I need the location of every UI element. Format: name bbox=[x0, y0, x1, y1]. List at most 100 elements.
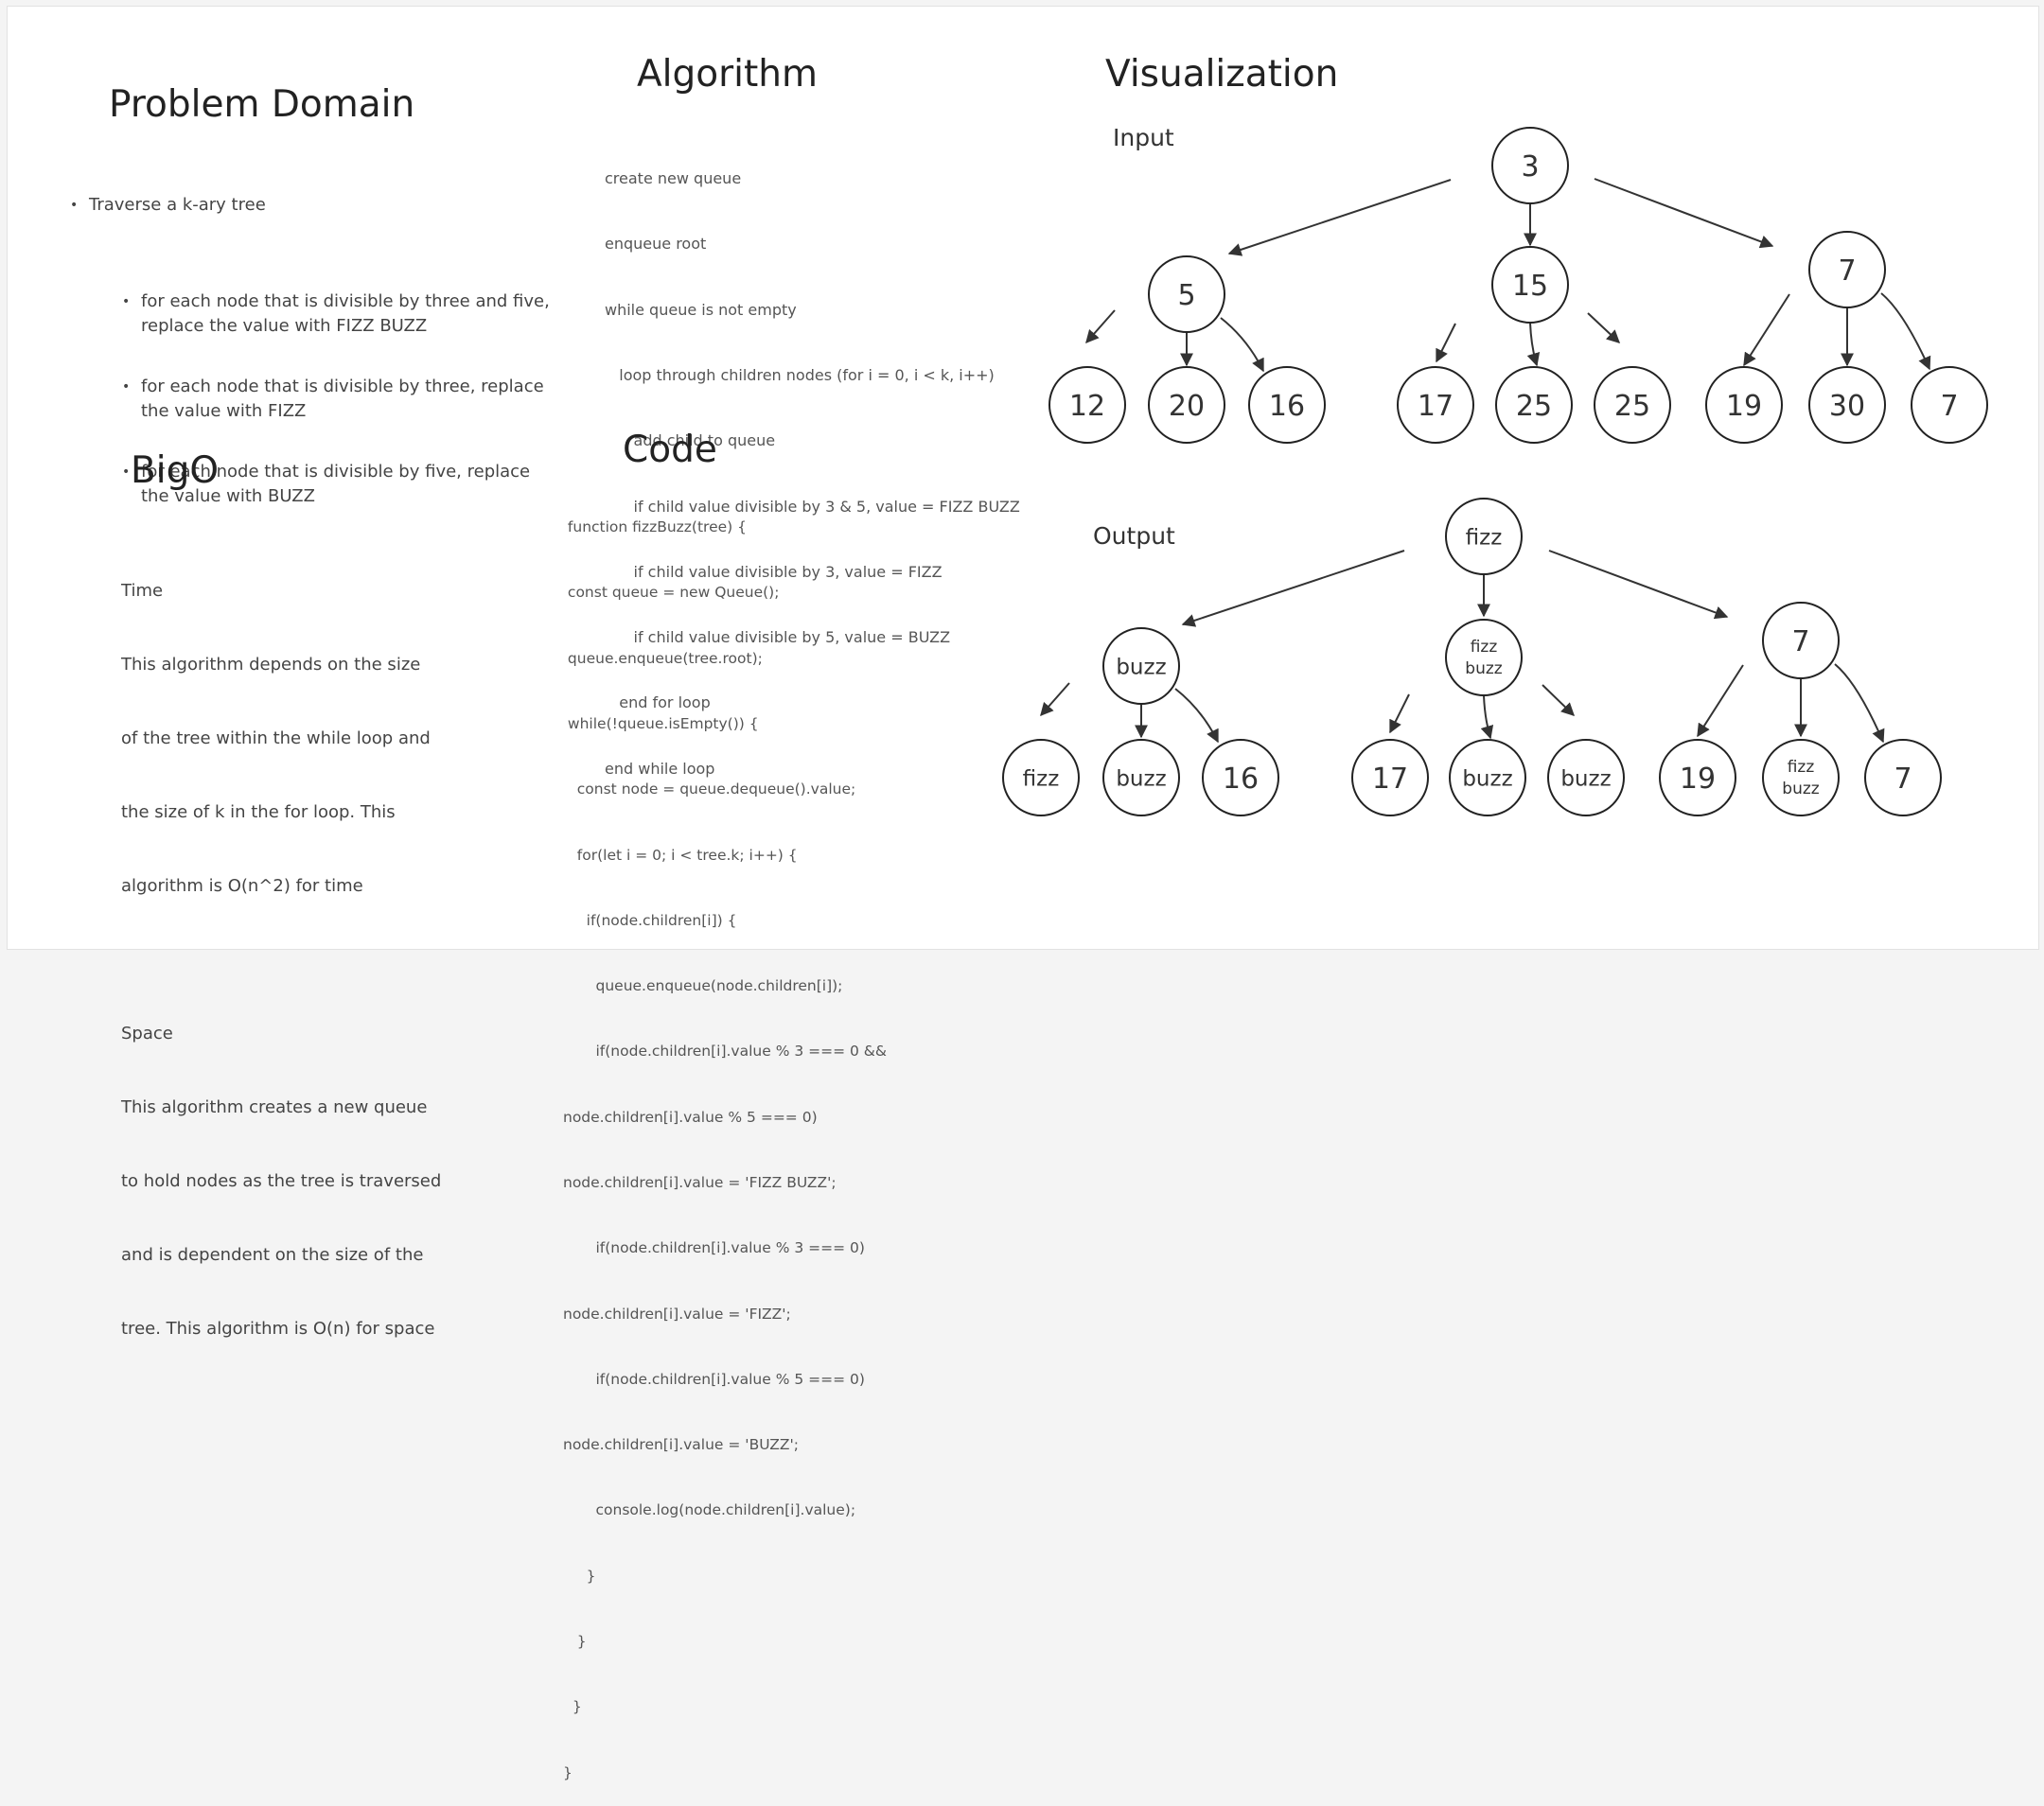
node-label: 12 bbox=[1069, 390, 1105, 423]
input-tree-node-l2-0-1: 20 bbox=[1148, 366, 1225, 444]
problem-domain-heading: Problem Domain bbox=[109, 83, 415, 126]
node-label: 25 bbox=[1516, 390, 1552, 423]
node-circle bbox=[1491, 127, 1569, 204]
output-tree-edge-0-0 bbox=[1040, 682, 1070, 717]
node-label: 7 bbox=[1940, 390, 1958, 423]
input-tree-edge-0-0 bbox=[1085, 309, 1116, 344]
node-circle bbox=[1248, 366, 1326, 444]
node-label: fizz bbox=[1466, 525, 1503, 550]
bigo-time-label: Time bbox=[121, 581, 164, 601]
node-label: buzz bbox=[1116, 655, 1166, 679]
node-circle bbox=[1397, 366, 1474, 444]
output-tree-node-l2-1-1: buzz bbox=[1449, 739, 1526, 816]
output-tree-node-l2-1-0: 17 bbox=[1351, 739, 1429, 816]
input-tree-node-l2-1-0: 17 bbox=[1397, 366, 1474, 444]
node-circle bbox=[1864, 739, 1942, 816]
node-circle bbox=[1449, 739, 1526, 816]
problem-domain-sub-item: for each node that is divisible by five,… bbox=[122, 460, 633, 509]
node-circle bbox=[1762, 739, 1840, 816]
input-tree-edge-root-2 bbox=[1594, 178, 1774, 249]
node-circle bbox=[1202, 739, 1279, 816]
node-circle bbox=[1148, 255, 1225, 333]
node-circle bbox=[1705, 366, 1783, 444]
input-tree-edge-2-0 bbox=[1743, 293, 1790, 367]
output-tree-node-l2-0-2: 16 bbox=[1202, 739, 1279, 816]
node-label: 3 bbox=[1521, 150, 1539, 184]
node-label: 20 bbox=[1169, 390, 1205, 423]
input-tree-node-root: 3 bbox=[1491, 127, 1569, 204]
output-tree-node-l2-2-0: 19 bbox=[1659, 739, 1736, 816]
input-tree-node-l2-2-1: 30 bbox=[1808, 366, 1886, 444]
bigo-heading: BigO bbox=[131, 449, 220, 492]
algorithm-steps: create new queue enqueue root while queu… bbox=[605, 169, 1020, 778]
node-circle bbox=[1762, 602, 1840, 679]
node-label: 19 bbox=[1680, 763, 1716, 796]
output-tree-node-l2-0-0: fizz bbox=[1002, 739, 1080, 816]
node-label: buzz bbox=[1462, 766, 1512, 791]
node-label: 16 bbox=[1223, 763, 1259, 796]
node-label: 7 bbox=[1894, 763, 1912, 796]
input-tree-edge-1-1 bbox=[1526, 322, 1541, 367]
input-tree-edge-1-2 bbox=[1587, 312, 1621, 343]
input-tree-node-l2-2-2: 7 bbox=[1911, 366, 1988, 444]
input-tree-edge-2-2 bbox=[1880, 292, 1931, 371]
output-tree-edge-2-0 bbox=[1697, 664, 1744, 738]
node-circle bbox=[1808, 231, 1886, 308]
output-tree-node-l1-2: 7 bbox=[1762, 602, 1840, 679]
input-tree-node-l2-1-2: 25 bbox=[1594, 366, 1671, 444]
node-circle bbox=[1351, 739, 1429, 816]
node-circle bbox=[1445, 619, 1523, 696]
node-label: 16 bbox=[1269, 390, 1305, 423]
visualization-heading: Visualization bbox=[1105, 53, 1339, 96]
node-label: 15 bbox=[1512, 270, 1548, 303]
node-label: fizz bbox=[1023, 766, 1060, 791]
input-tree-node-l2-0-0: 12 bbox=[1048, 366, 1126, 444]
node-label: 17 bbox=[1418, 390, 1454, 423]
input-tree-edge-root-0 bbox=[1227, 179, 1452, 256]
code-heading: Code bbox=[623, 429, 717, 471]
input-tree-node-l2-0-2: 16 bbox=[1248, 366, 1326, 444]
node-circle bbox=[1102, 627, 1180, 705]
node-label: buzz bbox=[1560, 766, 1611, 791]
input-tree-node-l1-1: 15 bbox=[1491, 246, 1569, 324]
algorithm-heading: Algorithm bbox=[637, 53, 819, 96]
node-label: 7 bbox=[1838, 254, 1856, 288]
output-tree-node-l2-2-2: 7 bbox=[1864, 739, 1942, 816]
node-label: 25 bbox=[1614, 390, 1650, 423]
node-circle bbox=[1659, 739, 1736, 816]
input-tree-node-l2-2-0: 19 bbox=[1705, 366, 1783, 444]
input-tree-node-l1-0: 5 bbox=[1148, 255, 1225, 333]
problem-domain-sub-item: for each node that is divisible by three… bbox=[122, 375, 633, 424]
problem-domain-top-item: Traverse a k-ary tree bbox=[70, 193, 581, 218]
output-tree-node-root: fizz bbox=[1445, 498, 1523, 575]
node-circle bbox=[1495, 366, 1573, 444]
node-label: 30 bbox=[1829, 390, 1865, 423]
node-circle bbox=[1445, 498, 1523, 575]
input-tree-edge-0-2 bbox=[1220, 317, 1264, 373]
node-circle bbox=[1594, 366, 1671, 444]
node-circle bbox=[1048, 366, 1126, 444]
node-label: 7 bbox=[1791, 625, 1809, 658]
output-tree-edge-root-0 bbox=[1181, 550, 1405, 627]
input-tree-node-l1-2: 7 bbox=[1808, 231, 1886, 308]
node-label: 19 bbox=[1726, 390, 1762, 423]
output-tree-edge-1-0 bbox=[1389, 693, 1410, 734]
node-label: 17 bbox=[1372, 763, 1408, 796]
output-tree-edge-root-2 bbox=[1548, 550, 1729, 620]
problem-domain-list: Traverse a k-ary tree for each node that… bbox=[70, 157, 581, 563]
output-tree-edge-1-2 bbox=[1542, 684, 1576, 716]
output-tree-edge-2-2 bbox=[1834, 663, 1885, 744]
node-label: buzz bbox=[1116, 766, 1166, 791]
node-circle bbox=[1491, 246, 1569, 324]
node-circle bbox=[1148, 366, 1225, 444]
node-circle bbox=[1808, 366, 1886, 444]
output-tree-node-l2-0-1: buzz bbox=[1102, 739, 1180, 816]
output-tree-edge-0-2 bbox=[1174, 688, 1219, 744]
node-circle bbox=[1547, 739, 1625, 816]
node-label: 5 bbox=[1177, 279, 1195, 312]
